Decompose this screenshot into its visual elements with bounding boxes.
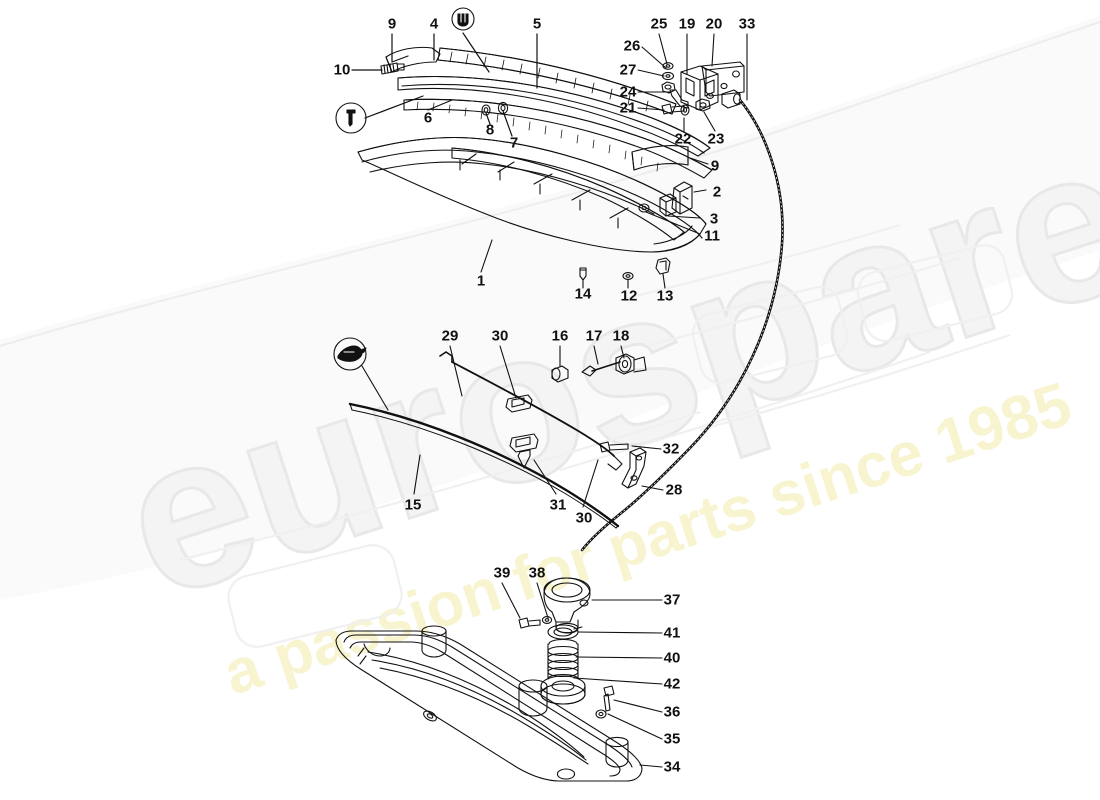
- clip-icon-circled: [451, 7, 475, 31]
- callout-15: 15: [404, 496, 422, 514]
- part-12-washer: [622, 272, 634, 280]
- leader-2: [693, 189, 707, 193]
- part-29-operating-rod: [439, 351, 623, 471]
- part-5-spoiler-upper-skin: [397, 75, 711, 157]
- callout-21: 21: [619, 99, 637, 117]
- callout-38: 38: [528, 564, 546, 582]
- callout-18: 18: [612, 327, 630, 345]
- part-33-cable-end: [721, 89, 741, 109]
- callout-28: 28: [665, 481, 683, 499]
- part-30-clip-lower: [509, 433, 539, 453]
- part-42-seat: [540, 675, 586, 705]
- callout-26: 26: [623, 37, 641, 55]
- leader-3: [667, 215, 701, 219]
- callout-9b: 9: [710, 157, 720, 175]
- part-22-washer: [680, 104, 690, 116]
- callout-39: 39: [493, 564, 511, 582]
- callout-7: 7: [509, 134, 519, 152]
- tray-posts: [363, 625, 629, 768]
- part-20-striker-plate: [701, 61, 745, 97]
- callout-9: 9: [387, 15, 397, 33]
- callout-8: 8: [485, 121, 495, 139]
- callout-40: 40: [663, 649, 681, 667]
- part-9-left-endcap: [385, 46, 441, 73]
- part-28-bracket: [621, 447, 647, 489]
- callout-41: 41: [663, 624, 681, 642]
- part-37-hold-down-knob: [543, 577, 591, 634]
- callout-36: 36: [663, 703, 681, 721]
- part-32-bolt: [599, 441, 629, 453]
- callout-30b: 30: [575, 509, 593, 527]
- part-40-spring: [547, 638, 579, 680]
- part-6-seal-strip: [403, 98, 713, 179]
- callout-11: 11: [704, 227, 720, 245]
- part-33-release-cable: [580, 98, 784, 552]
- callout-42: 42: [663, 675, 681, 693]
- callout-29: 29: [441, 327, 459, 345]
- leader-13: [662, 273, 666, 289]
- part-15-seal-strip: [348, 402, 620, 529]
- part-9-right-endcap: [631, 145, 689, 171]
- part-10-screw: [380, 62, 405, 75]
- leader-lines-lock: [637, 33, 748, 132]
- leader-lines-bottom: [501, 582, 663, 768]
- part-8-grommet: [481, 104, 491, 116]
- part-26-washer: [661, 71, 675, 81]
- part-34-storage-tray: [335, 625, 643, 782]
- leader-11: [645, 211, 701, 235]
- callout-6: 6: [423, 109, 433, 127]
- part-27-nut: [661, 81, 676, 94]
- callout-16: 16: [551, 327, 569, 345]
- callout-2: 2: [712, 183, 722, 201]
- leader-1: [480, 239, 493, 273]
- callout-27: 27: [619, 61, 637, 79]
- part-1-rear-lid: [357, 136, 707, 253]
- part-11-washer: [638, 203, 650, 213]
- leader-lines-middle: [361, 345, 664, 508]
- callout-25: 25: [650, 15, 668, 33]
- callout-14: 14: [574, 285, 592, 303]
- callout-19: 19: [678, 15, 696, 33]
- part-36-bolt: [603, 685, 615, 712]
- callout-37: 37: [663, 591, 681, 609]
- callout-20: 20: [705, 15, 723, 33]
- callout-17: 17: [585, 327, 603, 345]
- callout-12: 12: [620, 287, 638, 305]
- bolt-icon-circled: [335, 102, 367, 134]
- callout-24: 24: [619, 83, 637, 101]
- callout-22: 22: [674, 130, 692, 148]
- callout-10: 10: [333, 61, 351, 79]
- part-25-washer: [662, 62, 674, 70]
- leader-9b: [689, 157, 709, 165]
- part-4-spoiler-blade: [437, 47, 677, 115]
- part-16-knob: [551, 365, 569, 383]
- callout-31: 31: [549, 496, 567, 514]
- callout-13: 13: [656, 287, 674, 305]
- part-31-pin: [517, 449, 531, 469]
- callout-33: 33: [738, 15, 756, 33]
- callout-1: 1: [476, 272, 486, 290]
- callout-5: 5: [532, 15, 542, 33]
- callout-35: 35: [663, 730, 681, 748]
- part-18-grommet: [615, 353, 647, 375]
- part-2-hinge-bracket: [671, 181, 693, 215]
- callout-30: 30: [491, 327, 509, 345]
- part-14-bolt: [579, 267, 587, 281]
- part-7-washer: [497, 101, 509, 115]
- part-30-clip-upper: [505, 394, 533, 413]
- callout-23: 23: [707, 130, 725, 148]
- callout-4: 4: [429, 15, 439, 33]
- callout-3: 3: [709, 210, 719, 228]
- part-3-catch: [659, 193, 677, 217]
- callout-32: 32: [662, 440, 680, 458]
- part-13-clip: [655, 257, 671, 275]
- part-39-bolt: [518, 617, 541, 629]
- part-17-rod: [581, 361, 621, 377]
- pointing-hand-icon-circled: [333, 337, 367, 371]
- part-38-washer: [541, 616, 553, 624]
- callout-34: 34: [663, 758, 681, 776]
- part-35-washer: [595, 709, 607, 719]
